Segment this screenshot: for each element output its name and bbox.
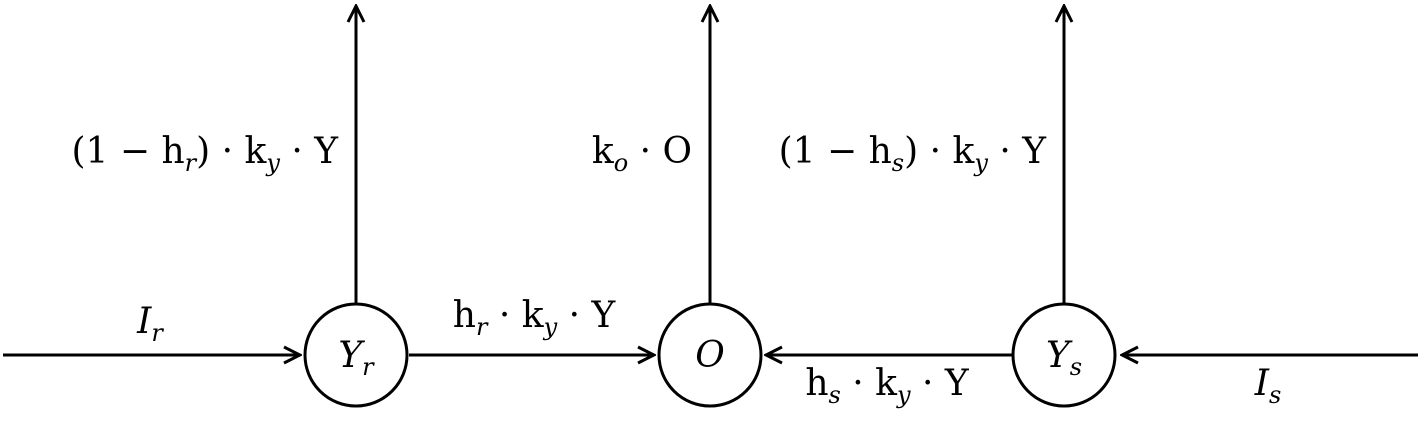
label-yr-up: (1 − hr) · ky · Y bbox=[71, 131, 339, 177]
label-ys-up: (1 − hs) · ky · Y bbox=[779, 131, 1048, 177]
label-o-up: ko · O bbox=[592, 131, 692, 177]
label-is: Is bbox=[1254, 363, 1282, 409]
label-ir: Ir bbox=[136, 301, 164, 347]
label-yr-to-o: hr · ky · Y bbox=[453, 295, 617, 341]
node-yr-label: Yr bbox=[338, 335, 375, 381]
node-o-label: O bbox=[695, 335, 725, 376]
node-o: O bbox=[657, 302, 763, 408]
node-ys-label: Ys bbox=[1046, 335, 1082, 381]
label-ys-to-o: hs · ky · Y bbox=[805, 363, 970, 409]
node-yr: Yr bbox=[303, 302, 409, 408]
node-ys: Ys bbox=[1011, 302, 1117, 408]
